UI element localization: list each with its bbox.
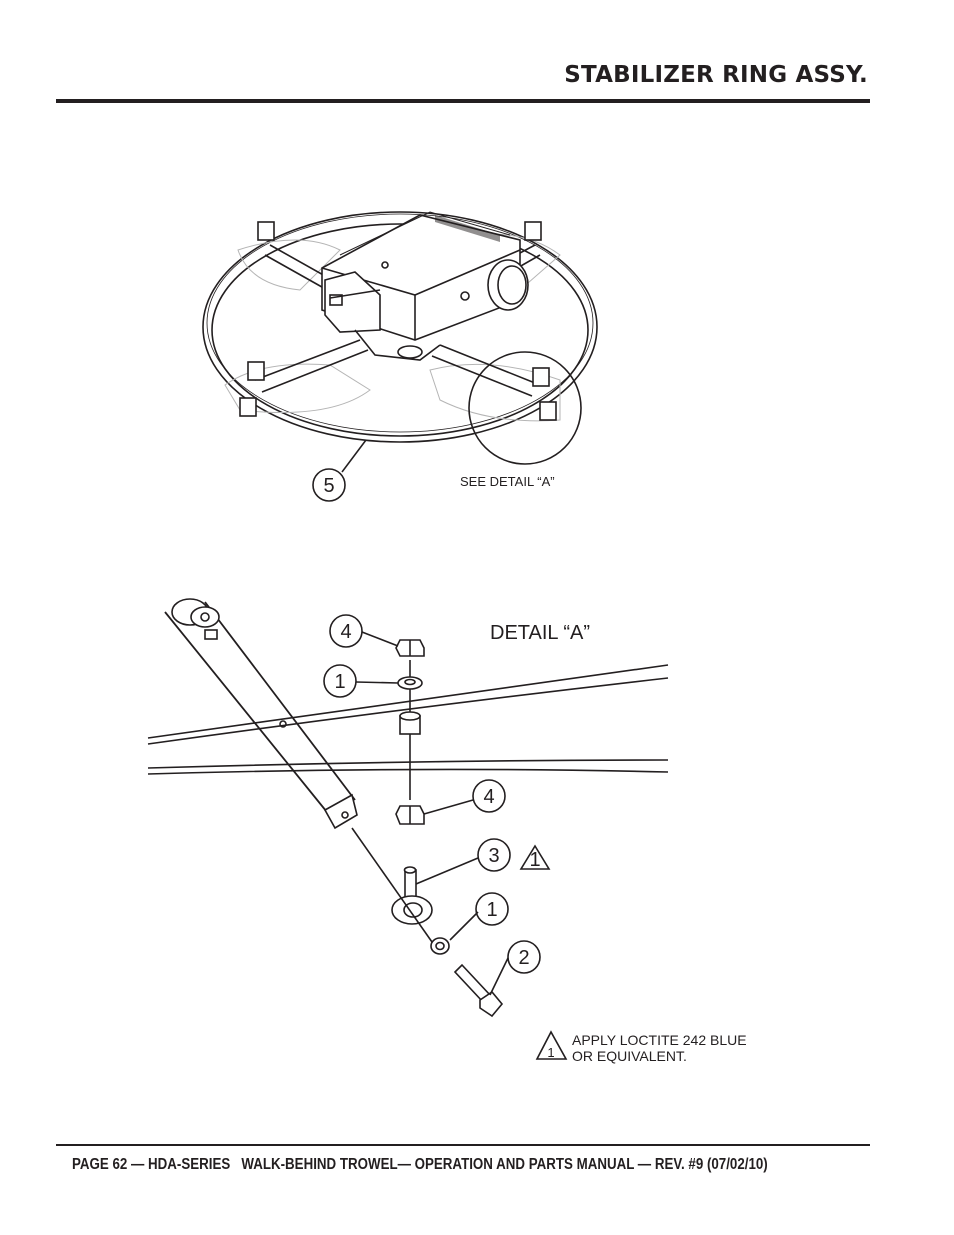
detail-a-drawing — [147, 598, 669, 1018]
callout-3-label: 3 — [488, 845, 499, 867]
stabilizer-ring-assembly-drawing — [202, 211, 598, 473]
detail-a-title: DETAIL “A” — [490, 622, 590, 644]
callout-1-top-label: 1 — [334, 671, 345, 693]
header-rule — [56, 99, 870, 103]
callout-2-label: 2 — [518, 947, 529, 969]
warning-triangle-label: 1 — [529, 849, 540, 871]
page-footer: PAGE 62 — HDA-SERIES WALK-BEHIND TROWEL—… — [72, 1156, 768, 1173]
callout-1-lower-label: 1 — [486, 899, 497, 921]
detail-a-callout-bubbles — [323, 614, 568, 1060]
note-line-2: OR EQUIVALENT. — [572, 1048, 687, 1064]
footer-rule — [56, 1144, 870, 1146]
see-detail-label: SEE DETAIL “A” — [460, 474, 555, 489]
callout-5-label: 5 — [323, 475, 334, 497]
callout-4-lower-label: 4 — [483, 786, 494, 808]
page-title: STABILIZER RING ASSY. — [564, 62, 868, 88]
note-triangle-label: 1 — [547, 1045, 554, 1060]
callout-5-bubble — [312, 468, 346, 502]
note-line-1: APPLY LOCTITE 242 BLUE — [572, 1032, 747, 1048]
callout-4-top-label: 4 — [340, 621, 351, 643]
